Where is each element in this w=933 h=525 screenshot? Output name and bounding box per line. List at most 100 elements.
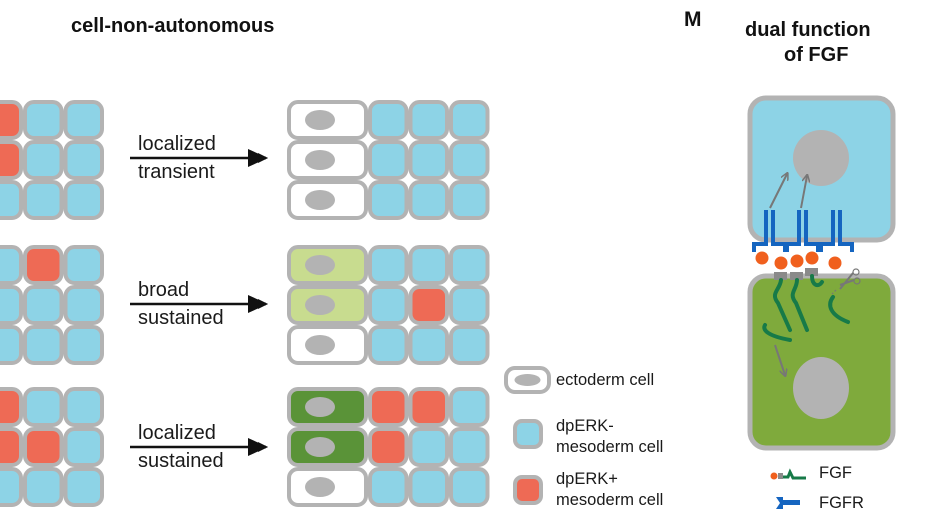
receiving-cell-nucleus xyxy=(793,357,849,419)
legend-meso-pos-line2: mesoderm cell xyxy=(556,491,664,509)
dperk-negative-mesoderm-cell xyxy=(449,325,490,365)
cleaved-fgf-chain xyxy=(828,295,850,324)
nucleus xyxy=(305,255,335,275)
dperk-negative-mesoderm-cell xyxy=(0,180,23,220)
scissors-icon xyxy=(831,268,861,295)
legend-meso-neg-line1: dpERK- xyxy=(556,417,614,435)
dperk-negative-mesoderm-cell xyxy=(63,180,104,220)
arrowhead xyxy=(248,295,268,313)
fgf-chain xyxy=(790,278,809,332)
fgf-linker xyxy=(805,268,818,276)
dperk-negative-mesoderm-cell xyxy=(23,180,64,220)
dperk-negative-mesoderm-cell xyxy=(368,467,409,507)
section-title: cell-non-autonomous xyxy=(71,15,275,37)
nucleus xyxy=(305,335,335,355)
scenario-1-label-bottom: transient xyxy=(138,161,215,183)
fgf-ligand xyxy=(828,256,842,270)
signal-arrow xyxy=(774,344,785,375)
dperk-negative-mesoderm-cell xyxy=(23,325,64,365)
dperk-negative-mesoderm-cell xyxy=(63,325,104,365)
dperk-negative-mesoderm-cell xyxy=(0,245,23,285)
dperk-positive-mesoderm-cell xyxy=(368,387,409,427)
dperk-negative-mesoderm-cell xyxy=(0,285,23,325)
arrowhead xyxy=(248,438,268,456)
dperk-negative-mesoderm-cell xyxy=(408,140,449,180)
legend-meso-pos-swatch xyxy=(513,475,543,505)
dperk-negative-mesoderm-cell xyxy=(449,140,490,180)
fgf-linker xyxy=(774,272,787,280)
dperk-negative-mesoderm-cell xyxy=(63,427,104,467)
sending-cell-nucleus xyxy=(793,130,849,186)
legend-meso-neg-line2: mesoderm cell xyxy=(556,438,664,456)
nucleus xyxy=(305,295,335,315)
scenario-2-label-top: broad xyxy=(138,279,190,301)
dperk-negative-mesoderm-cell xyxy=(449,100,490,140)
dperk-positive-mesoderm-cell xyxy=(0,387,23,427)
fgf-linker xyxy=(790,272,803,280)
dperk-positive-mesoderm-cell xyxy=(23,245,64,285)
dperk-negative-mesoderm-cell xyxy=(449,285,490,325)
fgf-legend-label: FGF xyxy=(819,464,852,482)
transition-arrows xyxy=(130,149,268,456)
internalized-fgf-chain xyxy=(762,323,792,342)
legend-meso-neg-swatch xyxy=(513,419,543,449)
dperk-positive-mesoderm-cell xyxy=(0,140,23,180)
scenario-2-label-bottom: sustained xyxy=(138,307,224,329)
dperk-negative-mesoderm-cell xyxy=(0,325,23,365)
dperk-negative-mesoderm-cell xyxy=(0,467,23,507)
dperk-positive-mesoderm-cell xyxy=(408,285,449,325)
dperk-positive-mesoderm-cell xyxy=(23,427,64,467)
fgf-legend-icon xyxy=(770,468,806,480)
fgfr-legend-label: FGFR xyxy=(819,494,864,512)
dperk-negative-mesoderm-cell xyxy=(368,100,409,140)
dperk-negative-mesoderm-cell xyxy=(368,285,409,325)
dperk-negative-mesoderm-cell xyxy=(23,100,64,140)
fgf-chain xyxy=(810,274,824,288)
dperk-negative-mesoderm-cell xyxy=(63,100,104,140)
dperk-negative-mesoderm-cell xyxy=(368,245,409,285)
legend-meso-pos-line1: dpERK+ xyxy=(556,470,618,488)
dperk-negative-mesoderm-cell xyxy=(368,325,409,365)
dperk-positive-mesoderm-cell xyxy=(0,427,23,467)
dperk-negative-mesoderm-cell xyxy=(23,387,64,427)
nucleus xyxy=(305,437,335,457)
dperk-positive-mesoderm-cell xyxy=(408,387,449,427)
nucleus xyxy=(305,150,335,170)
dperk-negative-mesoderm-cell xyxy=(23,285,64,325)
dperk-negative-mesoderm-cell xyxy=(63,467,104,507)
dperk-negative-mesoderm-cell xyxy=(63,387,104,427)
nucleus xyxy=(305,110,335,130)
cell-legend xyxy=(504,366,551,505)
dperk-negative-mesoderm-cell xyxy=(63,140,104,180)
legend-ectoderm-label: ectoderm cell xyxy=(556,371,655,389)
panel-title-line1: dual function xyxy=(745,19,871,41)
dperk-negative-mesoderm-cell xyxy=(449,387,490,427)
dperk-negative-mesoderm-cell xyxy=(63,285,104,325)
dperk-negative-mesoderm-cell xyxy=(63,245,104,285)
panel-title-line2: of FGF xyxy=(784,44,849,66)
dperk-negative-mesoderm-cell xyxy=(368,140,409,180)
dperk-negative-mesoderm-cell xyxy=(449,180,490,220)
nucleus xyxy=(305,190,335,210)
scenario-1 xyxy=(0,100,490,220)
signal-arrow xyxy=(800,176,807,209)
dperk-negative-mesoderm-cell xyxy=(449,427,490,467)
nucleus xyxy=(305,477,335,497)
dperk-positive-mesoderm-cell xyxy=(368,427,409,467)
dperk-negative-mesoderm-cell xyxy=(368,180,409,220)
panel-m-fgf-diagram xyxy=(747,95,896,509)
fgfr-legend-icon xyxy=(776,497,800,509)
legend-ectoderm-nucleus xyxy=(514,374,541,386)
dperk-negative-mesoderm-cell xyxy=(408,245,449,285)
signal-arrow xyxy=(769,174,787,209)
dperk-negative-mesoderm-cell xyxy=(449,467,490,507)
fgfr-receptor xyxy=(819,210,854,252)
scenario-3 xyxy=(0,387,490,507)
dperk-positive-mesoderm-cell xyxy=(0,100,23,140)
cell-grids xyxy=(0,100,490,507)
dperk-negative-mesoderm-cell xyxy=(23,467,64,507)
scenario-1-label-top: localized xyxy=(138,133,216,155)
scenario-3-label-top: localized xyxy=(138,422,216,444)
dperk-negative-mesoderm-cell xyxy=(408,427,449,467)
fgf-ligand xyxy=(755,251,769,265)
